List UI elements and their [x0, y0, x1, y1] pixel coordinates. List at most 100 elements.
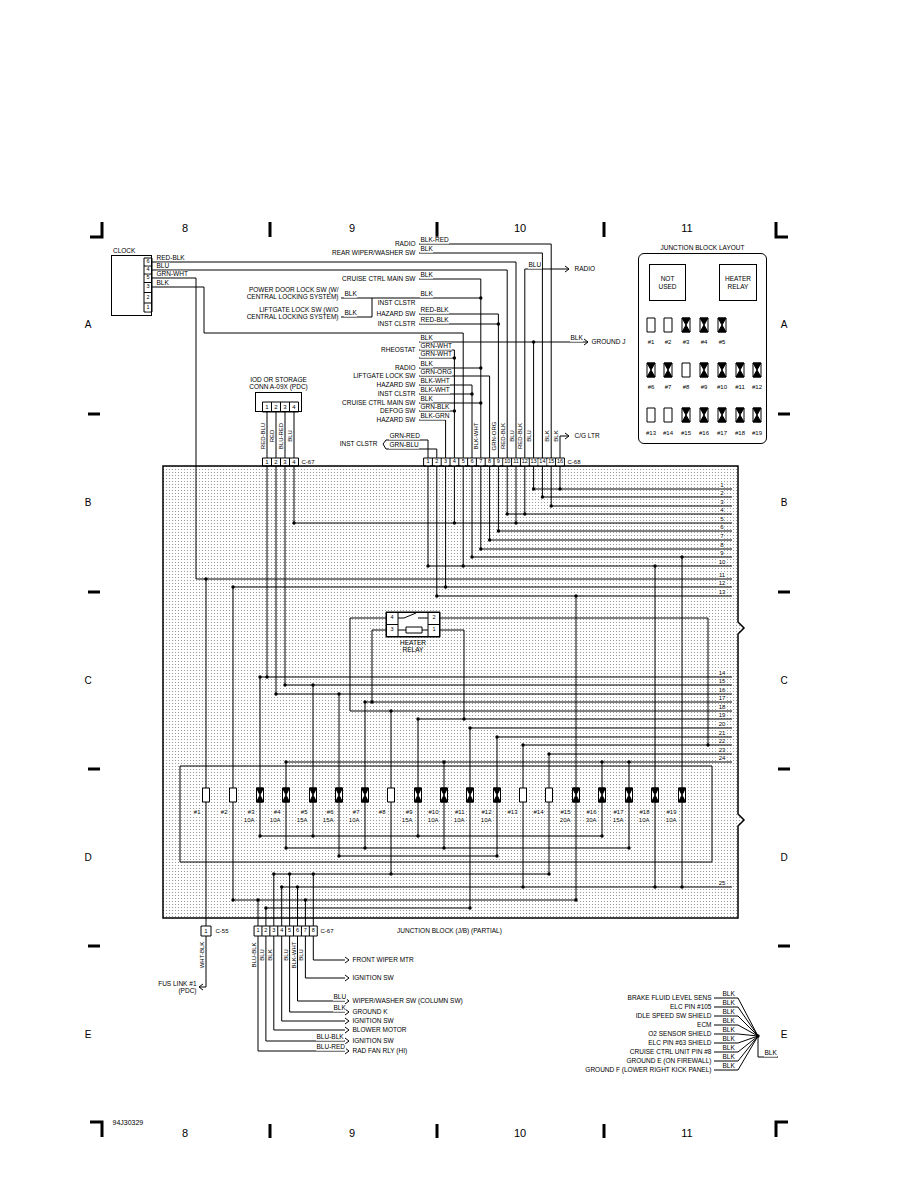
wire: [576, 596, 577, 788]
circuit-number: 18: [718, 704, 726, 710]
connector-cells: [263, 458, 299, 466]
fuse-label: 10A: [480, 817, 492, 823]
wire: [313, 802, 314, 836]
fuse-label: #3: [247, 809, 255, 815]
fuse-element: [700, 408, 708, 422]
bus-line: [472, 557, 732, 558]
fuse-symbol: [494, 788, 501, 802]
grid-reference: B: [780, 498, 788, 508]
wire: [523, 745, 524, 788]
wire: [498, 466, 499, 531]
circuit-number: 8: [720, 542, 724, 548]
wire: [489, 466, 490, 540]
fuse-label: 15A: [296, 817, 308, 823]
ground-label: BLK: [764, 1050, 777, 1057]
node-title: NOT USED: [656, 275, 679, 289]
fuse-label: #14: [533, 809, 544, 815]
wire-color: BLU: [526, 430, 532, 443]
junction-dot: [706, 743, 709, 746]
ground-label: ELC PIN #63 SHIELD: [648, 1040, 712, 1047]
junction-dot: [280, 885, 283, 888]
grid-reference: 9: [348, 1128, 355, 1139]
junction-dot: [627, 760, 630, 763]
wire: [365, 802, 366, 848]
fuse-symbol: [664, 363, 672, 377]
grid-reference: 11: [681, 1128, 693, 1139]
pin-number: 3: [283, 459, 287, 465]
fuse-symbol: [647, 408, 655, 422]
circuit-label: RADIO: [394, 241, 416, 248]
wire: [233, 587, 234, 788]
junction-dot: [600, 834, 603, 837]
pin-number: 2: [146, 295, 150, 301]
ground-label: GROUND E (ON FIREWALL): [626, 1058, 712, 1065]
fuse-label: #5: [718, 339, 726, 345]
junction-dot: [680, 885, 683, 888]
circuit-number: 1: [720, 482, 724, 488]
junction-dot: [231, 585, 234, 588]
fuse-label: #13: [645, 430, 656, 436]
wire-color: RED-BLK: [517, 422, 523, 449]
fuse-label: #5: [300, 809, 308, 815]
fuse-element: [736, 408, 744, 422]
junction-dot: [435, 594, 438, 597]
wire-color: GRN-ORG: [491, 421, 497, 451]
relay-body: [386, 612, 440, 637]
junction-dot: [444, 585, 447, 588]
fuse-symbol: [664, 408, 672, 422]
fuse-symbol: [718, 363, 726, 377]
circuit-label: GRN-WHT: [420, 351, 452, 358]
connector-arrow: [345, 1018, 349, 1024]
fuse-label: #17: [613, 809, 624, 815]
pin-number: 1: [265, 459, 269, 465]
fuse-symbol: [388, 788, 395, 802]
circuit-number: 3: [720, 499, 724, 505]
pin-number: 4: [146, 267, 150, 273]
junction-dot: [453, 409, 456, 412]
wire: [339, 856, 497, 857]
bus-line: [350, 711, 732, 712]
wire: [533, 342, 534, 458]
wire: [285, 466, 286, 685]
wire: [260, 677, 261, 788]
circuit-label: BLU-RED: [316, 1044, 346, 1051]
junction-dot: [653, 564, 656, 567]
wire: [655, 802, 656, 887]
wire: [233, 900, 576, 901]
junction-dot: [521, 885, 524, 888]
pin-number: 6: [146, 259, 150, 265]
wire: [602, 802, 603, 836]
wire: [682, 557, 683, 788]
node-title: CLOCK: [113, 247, 135, 254]
pin-number: 9: [496, 459, 500, 465]
wire-color: GRN-WHT: [156, 270, 188, 277]
pin-number: 1: [432, 627, 436, 633]
wire: [714, 1007, 758, 1036]
fuse-symbol: [664, 318, 672, 332]
fuse-label: #10: [428, 809, 439, 815]
junction-dot: [558, 487, 561, 490]
fuse-symbol: [647, 363, 655, 377]
wire: [549, 802, 550, 874]
fuse-symbol: [626, 788, 633, 802]
circuit-label: INST CLSTR: [377, 391, 416, 398]
fuse-symbol: [718, 318, 726, 332]
connector-arrow: [345, 957, 349, 963]
fuse-label: #7: [664, 384, 672, 390]
bus-line: [437, 596, 732, 597]
fuse-symbol: [736, 363, 744, 377]
fuse-label: #15: [680, 430, 691, 436]
circuit-label: HAZARD SW: [376, 417, 416, 424]
circuit-number: 24: [718, 755, 726, 761]
wire: [274, 936, 345, 1030]
bus-line: [498, 531, 732, 532]
junction-dot: [479, 547, 482, 550]
wire-color: BLU: [287, 430, 293, 443]
junction-dot: [337, 854, 340, 857]
wire: [533, 466, 534, 489]
fuse-element: [626, 788, 633, 802]
circuit-label: GRN-BLU: [389, 442, 419, 449]
wire: [551, 466, 552, 506]
fuse-label: 20A: [559, 817, 571, 823]
junction-dot: [462, 717, 465, 720]
